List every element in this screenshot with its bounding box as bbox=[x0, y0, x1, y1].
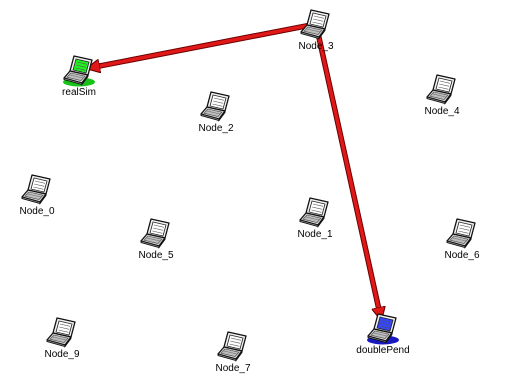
laptop-icon bbox=[426, 74, 456, 105]
node-doublepend[interactable]: doublePend bbox=[353, 312, 413, 356]
node-realsim[interactable]: realSim bbox=[49, 54, 109, 98]
node-node-4[interactable]: Node_4 bbox=[412, 73, 472, 117]
node-label: Node_4 bbox=[424, 106, 460, 117]
node-node-7[interactable]: Node_7 bbox=[203, 330, 263, 374]
node-label: Node_7 bbox=[215, 363, 251, 374]
edge-arrow-node-3-to-doublepend[interactable] bbox=[316, 31, 381, 318]
node-node-1[interactable]: Node_1 bbox=[285, 196, 345, 240]
node-node-3[interactable]: Node_3 bbox=[286, 8, 346, 52]
laptop-icon bbox=[217, 331, 247, 362]
laptop-icon bbox=[63, 55, 95, 87]
laptop-icon bbox=[140, 218, 170, 249]
laptop-icon bbox=[367, 313, 399, 345]
node-label: Node_0 bbox=[19, 206, 55, 217]
laptop-icon bbox=[446, 218, 476, 249]
laptop-icon bbox=[46, 317, 76, 348]
node-label: Node_9 bbox=[44, 349, 80, 360]
node-node-5[interactable]: Node_5 bbox=[126, 217, 186, 261]
edges-layer bbox=[0, 22, 476, 381]
laptop-icon bbox=[299, 197, 329, 228]
laptop-icon bbox=[200, 91, 230, 122]
node-label: realSim bbox=[62, 87, 96, 98]
node-label: Node_5 bbox=[138, 250, 174, 261]
node-node-0[interactable]: Node_0 bbox=[7, 173, 67, 217]
node-label: Node_6 bbox=[444, 250, 480, 261]
laptop-icon bbox=[21, 174, 51, 205]
node-label: doublePend bbox=[356, 345, 410, 356]
node-label: Node_3 bbox=[298, 41, 334, 52]
node-node-6[interactable]: Node_6 bbox=[432, 217, 492, 261]
edge-arrow-node-3-to-realsim[interactable] bbox=[89, 23, 309, 69]
node-node-2[interactable]: Node_2 bbox=[186, 90, 246, 134]
node-node-9[interactable]: Node_9 bbox=[32, 316, 92, 360]
node-label: Node_2 bbox=[198, 123, 234, 134]
laptop-icon bbox=[300, 9, 330, 40]
node-label: Node_1 bbox=[297, 229, 333, 240]
